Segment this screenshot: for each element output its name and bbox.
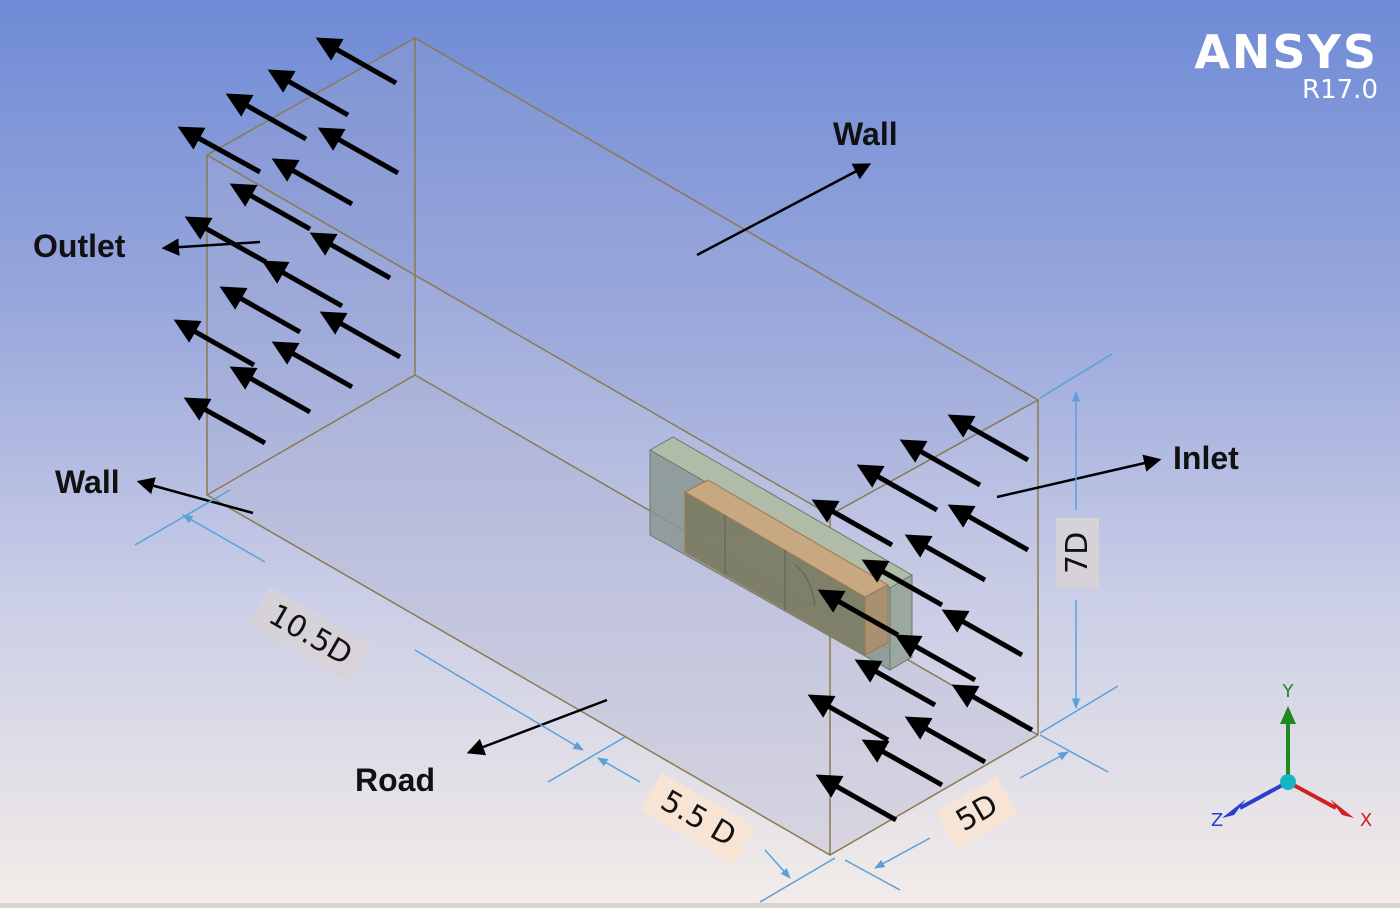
flow-arrow (815, 774, 898, 823)
z-axis-label: Z (1211, 810, 1223, 831)
axis-origin (1280, 774, 1296, 790)
label-road: Road (355, 762, 435, 798)
label-wall-side: Wall (55, 464, 120, 500)
box-front-face (207, 155, 830, 855)
domain-box (206, 37, 1040, 856)
flow-arrow (894, 634, 977, 683)
dimension-7d: 7D (1056, 517, 1099, 588)
flow-arrow (317, 127, 400, 176)
flow-arrow (261, 260, 344, 309)
flow-arrow (177, 126, 262, 175)
flow-arrow (904, 534, 987, 583)
label-outlet: Outlet (33, 228, 126, 264)
flow-arrow (807, 694, 890, 743)
flow-arrow (271, 158, 354, 207)
flow-arrow (229, 366, 312, 415)
flow-arrow (854, 659, 937, 708)
viewport-bottom-edge (0, 903, 1400, 908)
flow-arrow (811, 499, 894, 548)
axis-triad: Y X Z (1211, 681, 1372, 831)
y-axis-arrow (1280, 706, 1296, 724)
flow-arrow (184, 216, 268, 265)
flow-arrow (173, 319, 256, 368)
leader-road (466, 698, 608, 756)
outlet-flow-arrows (173, 37, 402, 446)
leader-outlet (161, 238, 261, 256)
flow-arrow (817, 589, 900, 638)
flow-arrow (315, 37, 398, 86)
flow-arrow (219, 286, 302, 335)
flow-arrow (319, 311, 402, 360)
flow-arrow (856, 464, 939, 513)
vehicle-model (648, 436, 913, 671)
label-inlet: Inlet (1173, 440, 1239, 476)
leader-wall-top (696, 163, 872, 257)
flow-arrow (271, 341, 354, 390)
flow-arrow (947, 414, 1030, 463)
leader-inlet (996, 454, 1162, 499)
x-axis-arrow (1330, 799, 1354, 818)
flow-arrow (861, 559, 944, 608)
z-axis-line (1239, 780, 1289, 810)
dimension-lines (134, 353, 1119, 903)
flow-arrow (267, 69, 350, 118)
flow-arrow (225, 93, 308, 142)
x-axis-label: X (1360, 810, 1372, 831)
x-axis-line (1287, 780, 1337, 810)
label-wall-top: Wall (833, 116, 898, 152)
flow-arrow (229, 183, 312, 232)
leader-wall-side (136, 477, 254, 515)
y-axis-label: Y (1282, 681, 1295, 702)
z-axis-arrow (1222, 799, 1246, 818)
ansys-logo: ANSYS R17.0 (1194, 28, 1378, 104)
inlet-flow-arrows (807, 414, 1034, 823)
label-leaders (136, 163, 1162, 756)
flow-arrow (899, 439, 982, 488)
flow-arrow (309, 232, 392, 281)
flow-arrow (861, 739, 944, 788)
flow-arrow (904, 716, 987, 765)
brand-version: R17.0 (1302, 75, 1378, 105)
flow-arrow (951, 684, 1034, 733)
brand-title: ANSYS (1194, 25, 1378, 79)
flow-arrow (183, 397, 267, 446)
flow-arrow (941, 609, 1024, 658)
flow-arrow (947, 504, 1030, 553)
